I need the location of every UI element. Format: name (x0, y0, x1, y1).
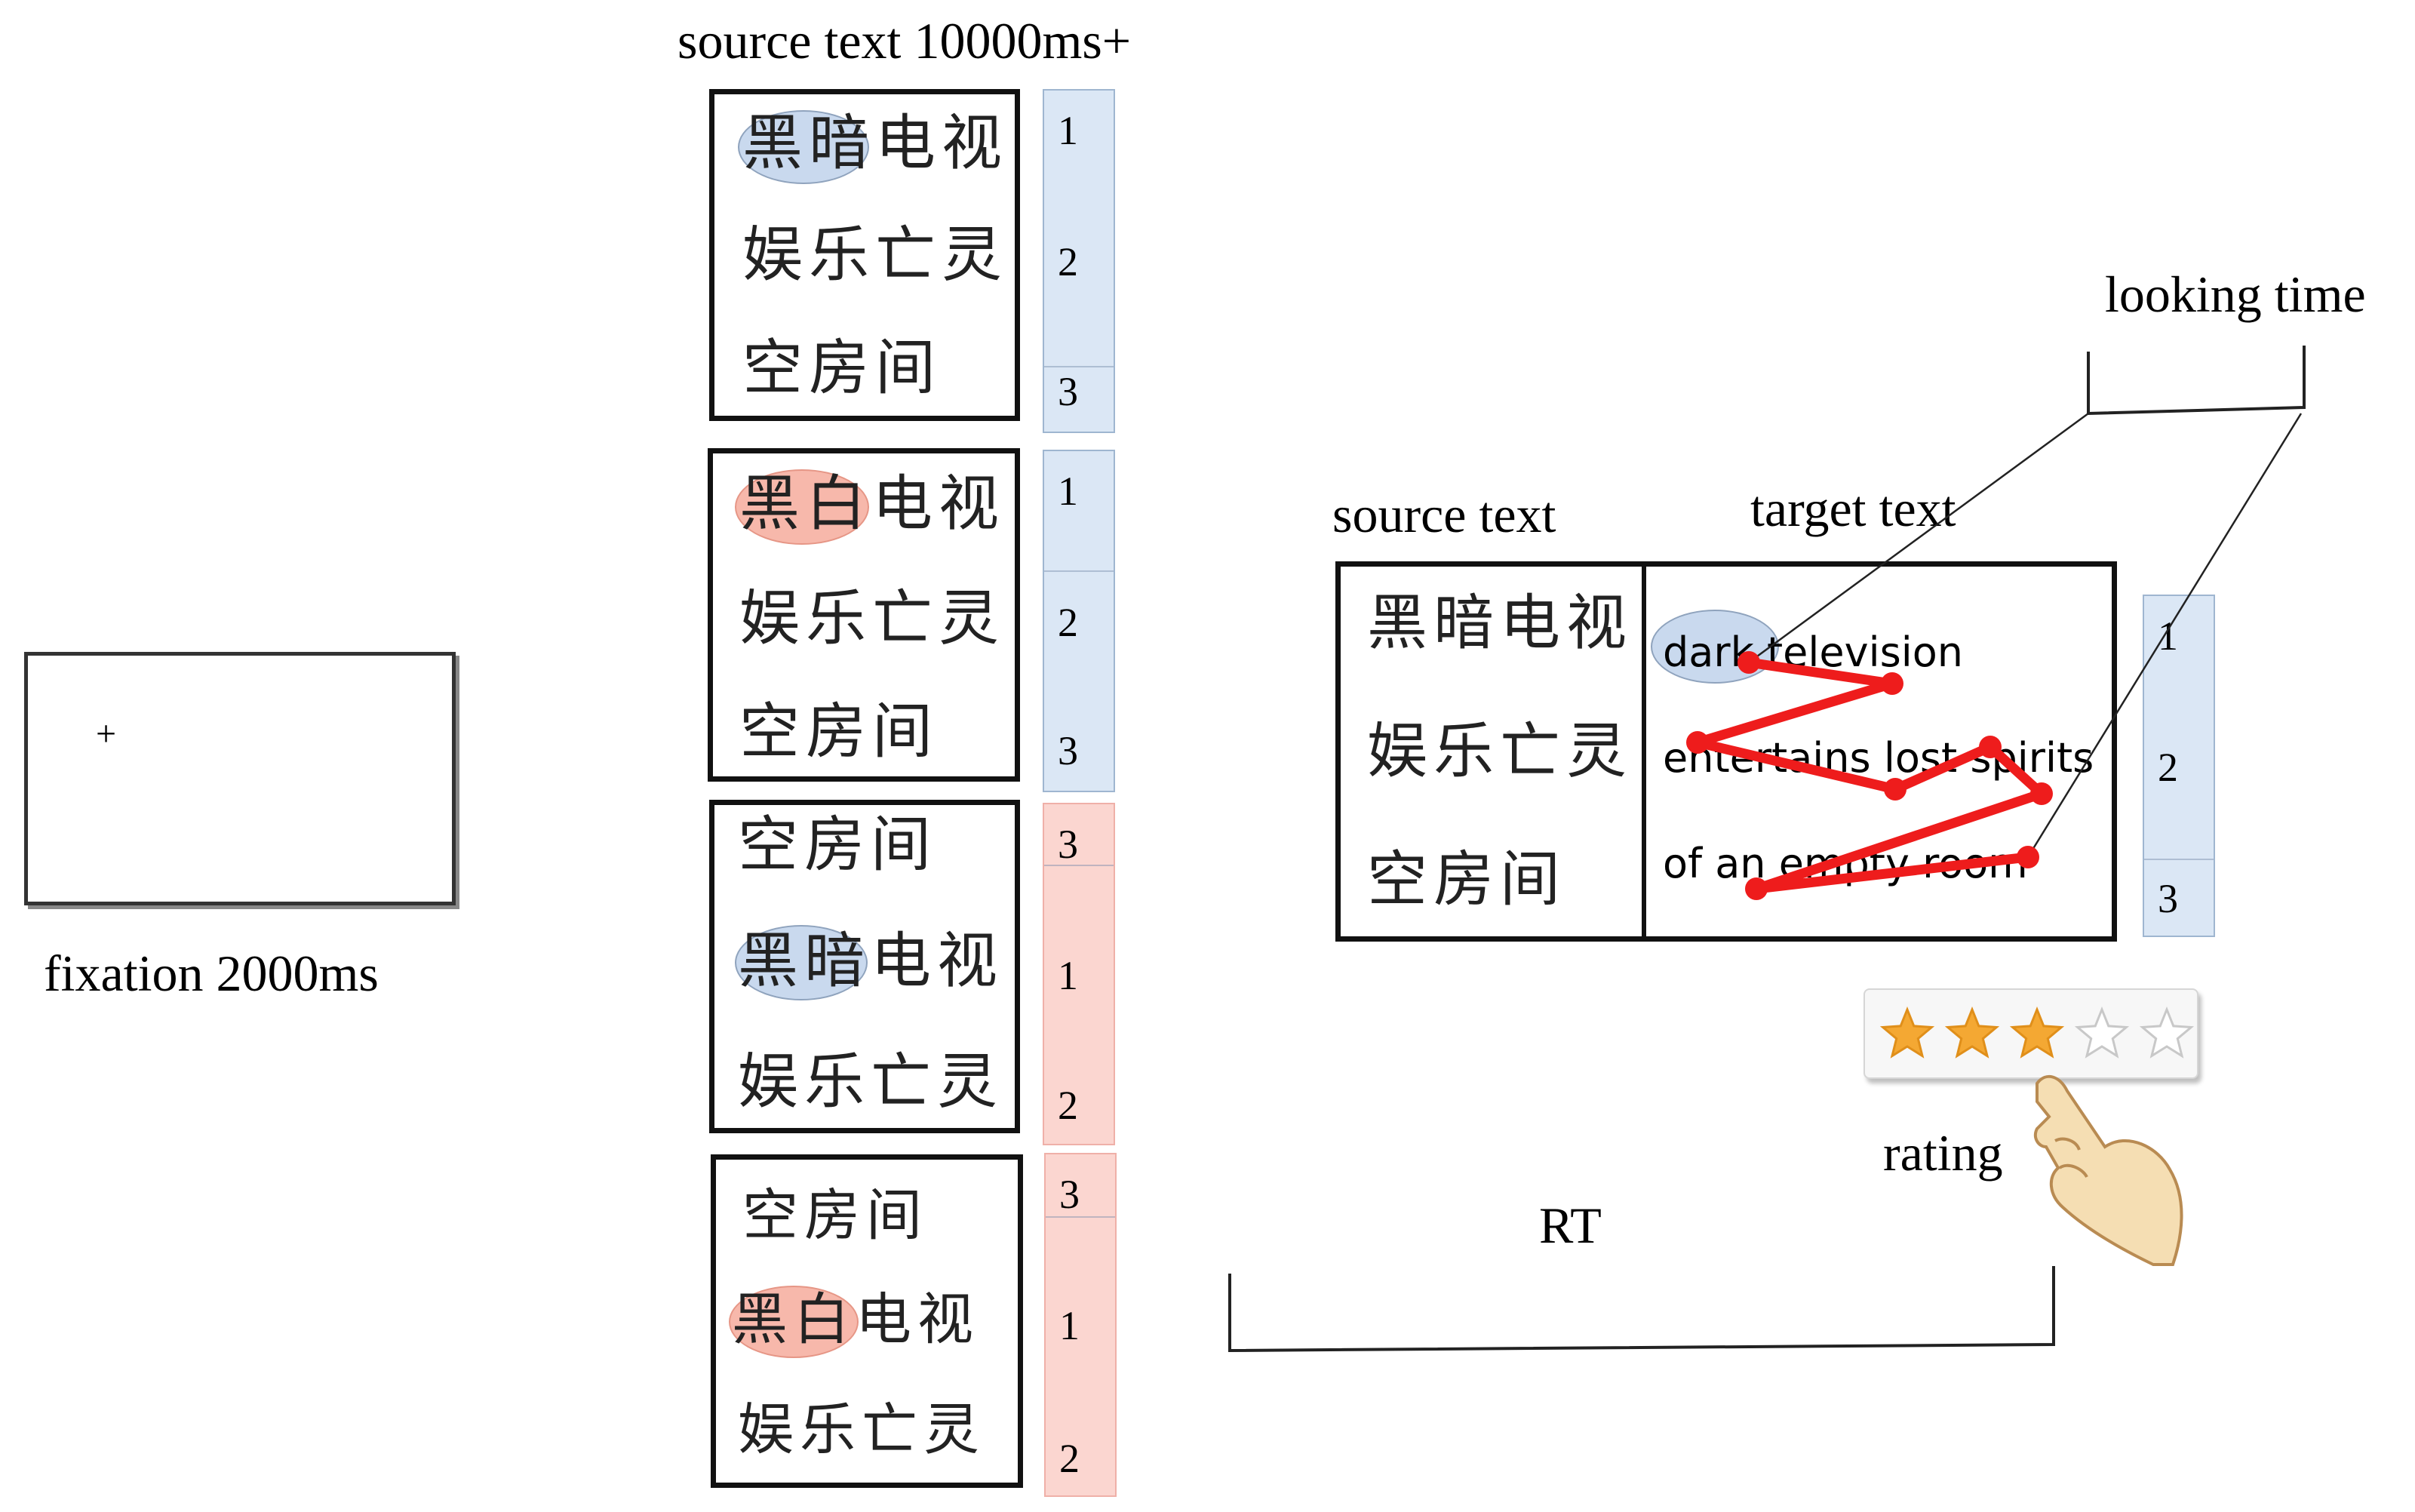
panel-divider (1642, 561, 1646, 942)
star-filled-icon[interactable] (1944, 1006, 2000, 1059)
rt-label: RT (1539, 1197, 1602, 1254)
source-line: 娱乐亡灵 (739, 583, 1005, 653)
source-line: 黑白电视 (739, 469, 1005, 539)
fixation-screen: + (24, 652, 456, 905)
main-rank-strip: 1 2 3 (2143, 595, 2215, 937)
rank-number: 1 (1058, 469, 1078, 514)
highlight-oval (735, 925, 868, 1000)
rank-number: 3 (2158, 876, 2178, 921)
rank-number: 3 (1059, 1172, 1080, 1217)
looking-time-bracket (2087, 346, 2306, 416)
target-line: dark television (1663, 628, 1963, 676)
main-source-line: 黑暗电视 (1367, 588, 1633, 658)
source-panel-4 (711, 1154, 1023, 1488)
rank-number: 1 (1059, 1303, 1080, 1348)
rank-number: 2 (1058, 1083, 1078, 1128)
star-empty-icon[interactable] (2074, 1006, 2130, 1059)
star-filled-icon[interactable] (1879, 1006, 1935, 1059)
fixation-point (1881, 672, 1903, 695)
rank-number: 1 (1058, 108, 1078, 153)
source-line: 黑暗电视 (742, 108, 1008, 178)
fixation-point (2030, 782, 2053, 805)
fixation-cross: + (96, 714, 117, 754)
source-line: 娱乐亡灵 (738, 1397, 985, 1462)
source-line: 娱乐亡灵 (742, 220, 1008, 290)
fixation-point (1686, 731, 1709, 754)
source-line: 黑暗电视 (738, 926, 1003, 996)
rank-number: 2 (2158, 745, 2178, 790)
pointing-hand-icon (2033, 1074, 2183, 1266)
highlight-oval (738, 110, 869, 184)
source-line: 空房间 (742, 1183, 928, 1248)
rank-number: 3 (1058, 728, 1078, 773)
target-text-heading: target text (1750, 480, 1956, 537)
scanpath-line (1692, 657, 2047, 894)
source-line: 空房间 (739, 696, 939, 767)
rank-number: 1 (1058, 953, 1078, 998)
rating-label: rating (1883, 1124, 2003, 1182)
rating-stars[interactable] (1865, 990, 2197, 1077)
source-text-heading: source text (1332, 486, 1556, 543)
fixation-point (1884, 778, 1906, 801)
rank-number: 2 (1058, 239, 1078, 284)
rank-number: 1 (2158, 613, 2178, 659)
fixation-point (1738, 651, 1760, 674)
source-line: 黑白电视 (732, 1287, 979, 1352)
rank-strip-4: 3 1 2 (1044, 1153, 1117, 1497)
leader-line (2026, 413, 2303, 858)
rank-strip-3: 3 1 2 (1043, 803, 1115, 1145)
rating-widget[interactable] (1863, 988, 2198, 1079)
highlight-oval (729, 1286, 859, 1358)
source-line: 空房间 (742, 333, 942, 403)
fixation-point (1745, 877, 1768, 900)
rt-bracket (1228, 1266, 2055, 1353)
fixation-point (2017, 846, 2039, 868)
rank-number: 3 (1058, 822, 1078, 867)
fixation-point (1979, 736, 2002, 758)
rank-number: 2 (1058, 600, 1078, 645)
rank-number: 3 (1058, 369, 1078, 414)
source-line: 娱乐亡灵 (738, 1046, 1003, 1117)
target-highlight-oval (1651, 610, 1779, 684)
main-source-line: 娱乐亡灵 (1367, 716, 1633, 786)
leader-line (1748, 412, 2089, 664)
main-source-line: 空房间 (1367, 844, 1566, 914)
source-phase-label: source text 10000ms+ (677, 12, 1132, 69)
scanpath (1686, 651, 2053, 900)
rank-strip-2: 1 2 3 (1043, 450, 1115, 792)
highlight-oval (735, 469, 869, 545)
source-line: 空房间 (738, 810, 937, 880)
rank-strip-1: 1 2 3 (1043, 89, 1115, 433)
fixation-label: fixation 2000ms (44, 945, 379, 1002)
star-filled-icon[interactable] (2009, 1006, 2065, 1059)
rank-number: 2 (1059, 1436, 1080, 1481)
star-empty-icon[interactable] (2139, 1006, 2195, 1059)
looking-time-label: looking time (2105, 266, 2366, 323)
